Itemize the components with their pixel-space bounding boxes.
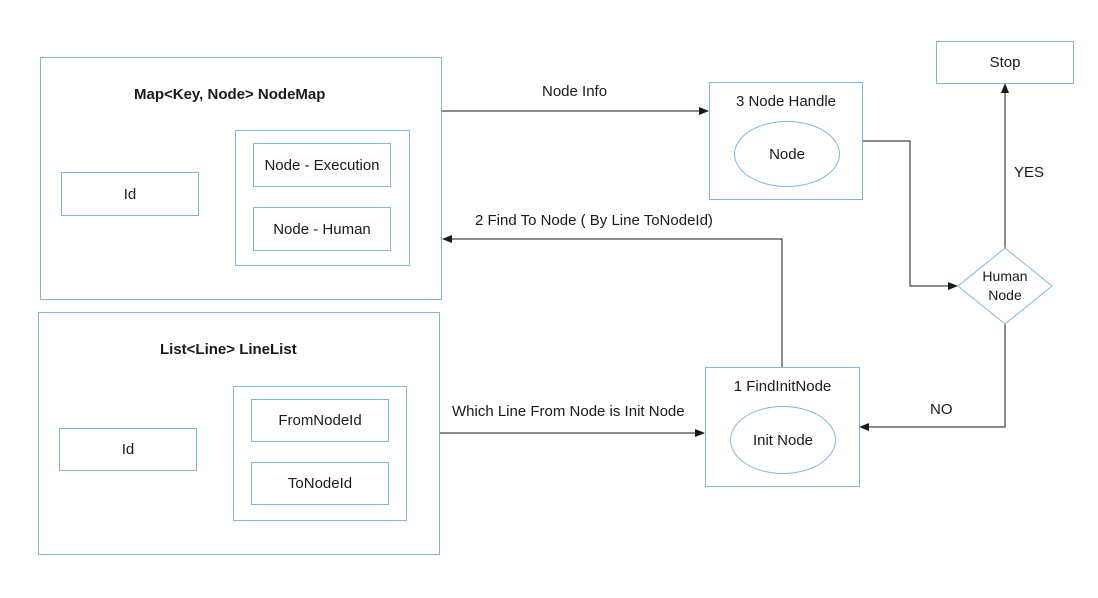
linelist-container[interactable]: List<Line> LineList Id FromNodeId ToNode… xyxy=(38,312,440,555)
nodemap-container[interactable]: Map<Key, Node> NodeMap Id Node - Executi… xyxy=(40,57,442,300)
from-node-id-label: FromNodeId xyxy=(278,412,362,429)
linelist-id-label: Id xyxy=(121,441,135,458)
nodemap-items-group[interactable]: Node - Execution Node - Human xyxy=(235,130,410,266)
node-handle-box[interactable]: 3 Node Handle Node xyxy=(709,82,863,200)
node-human-label: Node - Human xyxy=(273,220,371,238)
stop-label: Stop xyxy=(989,54,1021,71)
linelist-title: List<Line> LineList xyxy=(160,341,297,358)
decision-diamond[interactable] xyxy=(957,247,1053,325)
arrow-find-to-node xyxy=(442,235,783,367)
edge-label-find-to-node: 2 Find To Node ( By Line ToNodeId) xyxy=(475,212,713,229)
nodemap-title: Map<Key, Node> NodeMap xyxy=(134,86,326,103)
node-human-box[interactable]: Node - Human xyxy=(253,207,391,251)
edge-label-no: NO xyxy=(930,401,953,418)
from-node-id-box[interactable]: FromNodeId xyxy=(251,399,389,442)
node-handle-title: 3 Node Handle xyxy=(735,93,837,110)
to-node-id-box[interactable]: ToNodeId xyxy=(251,462,389,505)
to-node-id-label: ToNodeId xyxy=(287,475,353,492)
node-handle-ellipse[interactable]: Node xyxy=(734,121,840,187)
linelist-id-box[interactable]: Id xyxy=(59,428,197,471)
nodemap-id-box[interactable]: Id xyxy=(61,172,199,216)
edge-label-which-line: Which Line From Node is Init Node xyxy=(452,403,685,420)
init-node-ellipse-label: Init Node xyxy=(752,431,814,449)
find-init-node-title: 1 FindInitNode xyxy=(733,378,832,395)
arrow-to-decision xyxy=(863,140,958,290)
edge-label-yes: YES xyxy=(1014,164,1045,181)
decision-label-line2: Node xyxy=(988,287,1022,303)
linelist-items-group[interactable]: FromNodeId ToNodeId xyxy=(233,386,407,521)
node-execution-label: Node - Execution xyxy=(264,156,380,174)
stop-box[interactable]: Stop xyxy=(936,41,1074,84)
edge-label-node-info: Node Info xyxy=(542,83,608,100)
node-execution-box[interactable]: Node - Execution xyxy=(253,143,391,187)
arrow-no xyxy=(859,324,1006,431)
find-init-node-box[interactable]: 1 FindInitNode Init Node xyxy=(705,367,860,487)
node-handle-ellipse-label: Node xyxy=(769,145,805,163)
decision-label-line1: Human xyxy=(982,268,1028,284)
init-node-ellipse[interactable]: Init Node xyxy=(730,406,836,474)
nodemap-id-label: Id xyxy=(123,185,137,203)
